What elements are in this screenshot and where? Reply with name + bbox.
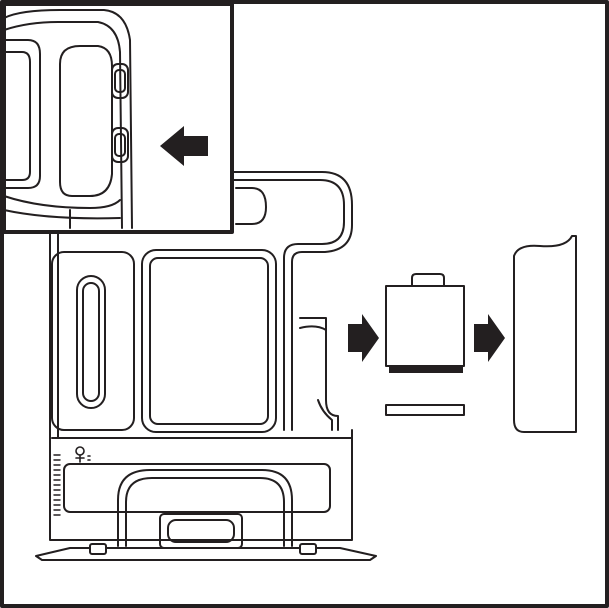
right-arrow-icon xyxy=(348,314,379,362)
dock-ramp-arch xyxy=(117,469,293,547)
replacement-filter xyxy=(513,235,577,433)
inset-latch-top xyxy=(111,63,129,99)
dock-base-plate xyxy=(35,547,377,561)
dock-handle xyxy=(119,171,353,431)
inset-border xyxy=(2,2,234,234)
filter-seal xyxy=(385,404,465,416)
left-arrow-icon xyxy=(160,126,208,166)
dock-indicator-icon xyxy=(75,446,91,463)
dock-slot xyxy=(76,275,106,409)
filter-tab xyxy=(411,273,445,287)
dock-left-panel xyxy=(51,251,135,431)
right-arrow-icon xyxy=(474,314,505,362)
filter-cartridge xyxy=(385,273,465,373)
dock-filter-opening xyxy=(299,317,339,431)
dock-handle-hole xyxy=(235,187,267,225)
detail-inset xyxy=(2,2,234,234)
filter-base-strip xyxy=(389,365,463,373)
dock-lower-panel xyxy=(63,463,331,513)
dock-window-panel xyxy=(141,249,277,433)
dock-base-station xyxy=(35,171,377,561)
dock-vent xyxy=(53,454,61,516)
dock-body-outline xyxy=(49,229,353,541)
inset-latch-bottom xyxy=(111,127,129,163)
